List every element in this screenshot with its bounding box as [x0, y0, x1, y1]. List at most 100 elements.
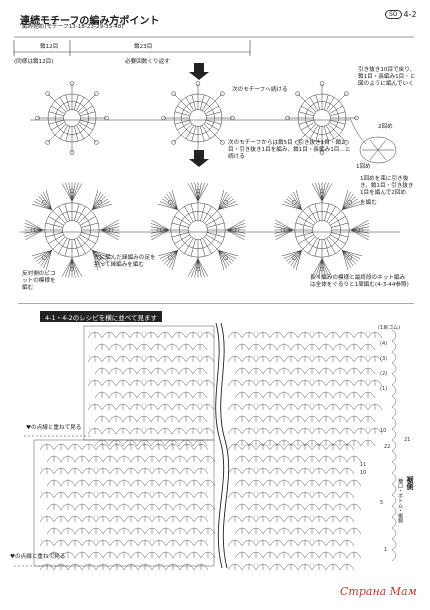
edge-scallop	[391, 417, 397, 430]
motif-spoke	[75, 125, 85, 139]
motif-spoke	[323, 94, 329, 110]
motif-fan-stitch	[197, 182, 202, 202]
motif-spoke	[203, 100, 216, 113]
motif-fan-stitch	[295, 189, 302, 210]
motif-picot-stem	[47, 134, 56, 143]
motif-spoke	[80, 111, 96, 117]
motif-spoke	[199, 126, 205, 142]
motif-fan-stitch	[161, 198, 178, 210]
motif-spoke	[77, 100, 90, 113]
motif-spoke	[202, 206, 212, 222]
motif-spoke	[329, 105, 343, 115]
motif-spoke	[76, 206, 86, 222]
motif-fan-stitch	[342, 250, 349, 271]
note-join-2: ♥の点線と重ねて見る	[10, 554, 66, 560]
motif-fan-stitch	[285, 198, 302, 210]
motif-fan-stitch	[218, 250, 227, 269]
motif-fan-stitch	[187, 183, 199, 202]
motif-spoke	[45, 222, 63, 228]
motif-spoke	[79, 121, 93, 131]
motif-fan-stitch	[350, 223, 370, 231]
motif-spoke	[48, 234, 64, 244]
edge-scallop	[391, 329, 397, 342]
motif-spoke	[58, 238, 68, 254]
detail-stitches	[362, 139, 394, 161]
motif-fan-stitch	[218, 196, 232, 210]
motif-center	[313, 109, 331, 127]
motif-fan-stitch	[350, 229, 369, 241]
motif-spoke	[191, 94, 197, 110]
motif-spoke	[330, 234, 346, 244]
edge-scallop	[391, 538, 397, 551]
motif-spoke	[207, 222, 225, 228]
motif-picot	[319, 81, 325, 86]
note-stitches-12-same: (同様は鎖12目)	[14, 59, 54, 65]
note-pull-through-2: を編む	[360, 200, 377, 206]
motif-fan-stitch	[100, 219, 119, 231]
motif-fan-stitch	[342, 203, 363, 210]
motif-fan-stitch	[25, 229, 44, 241]
motif-spoke	[177, 105, 191, 115]
motif-fan-stitch	[226, 229, 245, 241]
motif-spoke	[51, 121, 65, 131]
motif-fan-stitch	[166, 193, 178, 210]
motif-fan-stitch	[342, 201, 361, 210]
motif-fan-stitch	[92, 193, 104, 210]
motif-spoke	[327, 123, 340, 136]
note-round2: 2回め	[378, 124, 393, 130]
motif-fan-stitch	[92, 250, 106, 264]
motif-spoke	[77, 123, 90, 136]
motif-picot-stem	[47, 93, 56, 102]
motif-picot	[171, 91, 176, 96]
motif-spoke	[315, 94, 321, 110]
motif-fan-stitch	[43, 250, 52, 269]
motif-fan-stitch	[71, 258, 76, 278]
motif-fan-stitch	[33, 250, 52, 259]
motif-fan-stitch	[274, 223, 294, 231]
motif-spoke	[59, 97, 69, 111]
motif-fan-stitch	[150, 223, 170, 231]
motif-fan-stitch	[218, 191, 227, 210]
motif-spoke	[304, 100, 317, 113]
motif-spoke	[65, 126, 71, 142]
motif-spoke	[174, 216, 190, 226]
motif-spoke	[302, 210, 316, 224]
motif-fan-stitch	[40, 250, 52, 267]
motif-spoke	[48, 119, 64, 125]
motif-fan-stitch	[157, 203, 178, 210]
motif-fan-stitch	[161, 250, 178, 262]
motif-fan-stitch	[92, 250, 113, 257]
motif-fan-stitch	[342, 196, 356, 210]
motif-picot	[295, 140, 300, 145]
motif-spoke	[54, 123, 67, 136]
motif-fan-stitch	[226, 229, 246, 237]
motif-fan-stitch	[283, 250, 302, 259]
motif-fan-stitch	[295, 250, 302, 271]
motif-spoke	[314, 239, 320, 257]
motif-spoke	[81, 232, 99, 238]
motif-picot	[195, 150, 201, 155]
page-code: SO 4-2	[385, 10, 417, 19]
motif-center	[62, 220, 82, 240]
note-pull-through: 1回めを束に引き抜き、鎖1目・引き抜き1目を編んで2回め	[360, 176, 414, 196]
motif-spoke	[206, 119, 222, 125]
chart-frame	[83, 325, 215, 441]
motif-fan-stitch	[218, 198, 235, 210]
motif-picot-stem	[214, 134, 223, 143]
motif-fan-stitch	[321, 183, 333, 202]
motif-spoke	[327, 100, 340, 113]
motif-fan-stitch	[191, 258, 199, 278]
motif-spoke	[329, 121, 343, 131]
motif-fan-stitch	[342, 250, 359, 262]
motif-spoke	[331, 222, 349, 228]
motif-spoke	[298, 234, 314, 244]
edge-scallop	[391, 494, 397, 507]
motif-fan-stitch	[92, 196, 106, 210]
motif-fan-stitch	[226, 223, 246, 231]
motif-fan-stitch	[311, 258, 323, 277]
motif-fan-stitch	[92, 198, 109, 210]
motif-fan-stitch	[290, 250, 302, 267]
motif-spoke	[309, 97, 319, 111]
motif-fan-stitch	[169, 191, 178, 210]
note-round1: 1回め	[356, 164, 371, 170]
